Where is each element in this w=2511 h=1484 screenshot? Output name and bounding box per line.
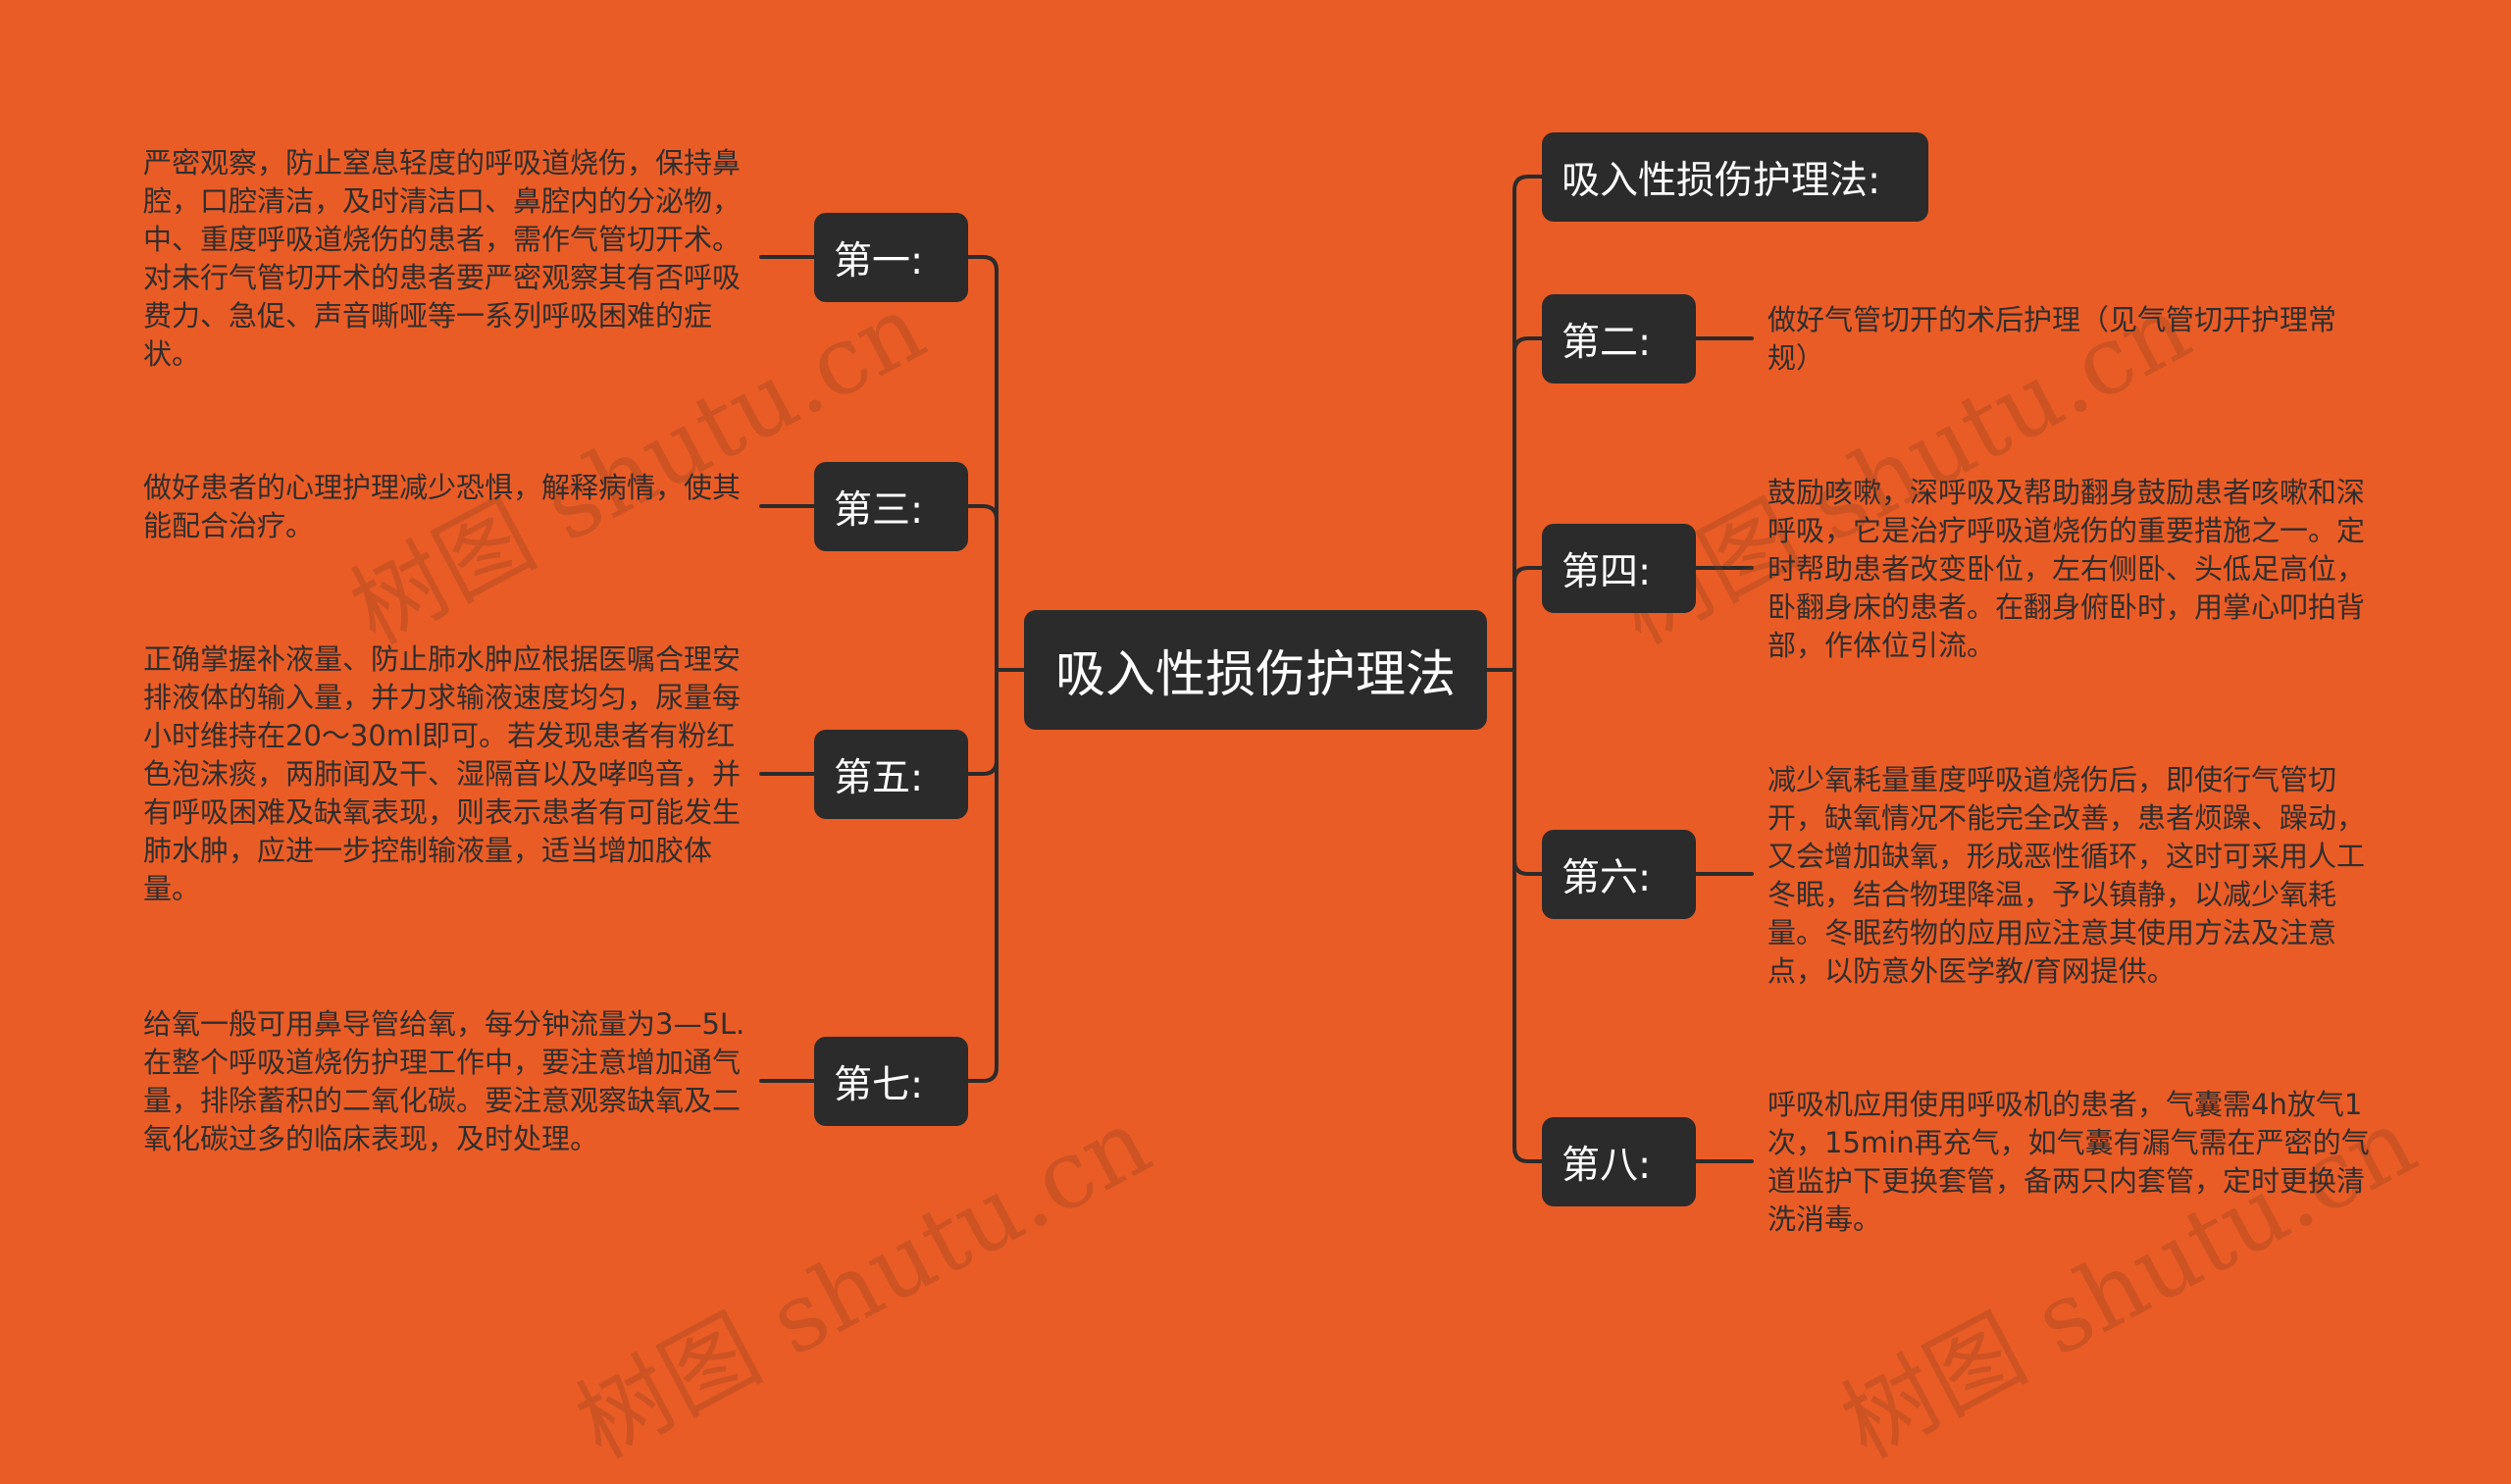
- connector-right-5: [1512, 668, 1544, 1163]
- mindmap-canvas: 树图 shutu.cn 树图 shutu.cn 树图 shutu.cn 树图 s…: [143, 132, 2433, 1479]
- connector-right-3: [1512, 566, 1544, 672]
- root-node[interactable]: 吸入性损伤护理法: [1024, 610, 1487, 730]
- connector-left-1: [966, 255, 999, 672]
- connector-lines: [759, 175, 1754, 1163]
- leaf-text-8: 呼吸机应用使用呼吸机的患者，气囊需4h放气1次，15min再充气，如气囊有漏气需…: [1768, 1088, 2370, 1236]
- connector-right-4: [1512, 668, 1544, 876]
- leaf-text-1: 严密观察，防止窒息轻度的呼吸道烧伤，保持鼻腔，口腔清洁，及时清洁口、鼻腔内的分泌…: [143, 146, 742, 371]
- branch-node-2[interactable]: 第二:: [1542, 294, 1696, 384]
- connector-right-2: [1512, 336, 1544, 672]
- branch-node-6[interactable]: 第六:: [1542, 830, 1696, 919]
- connector-left-4: [966, 668, 999, 1083]
- leaf-text-4: 鼓励咳嗽，深呼吸及帮助翻身鼓励患者咳嗽和深呼吸，它是治疗呼吸道烧伤的重要措施之一…: [1768, 476, 2366, 662]
- branch-node-3[interactable]: 第三:: [814, 462, 968, 551]
- branch-node-7[interactable]: 第七:: [814, 1037, 968, 1126]
- leaf-text-5: 正确掌握补液量、防止肺水肿应根据医嘱合理安排液体的输入量，并力求输液速度均匀，尿…: [143, 642, 742, 905]
- branch-node-4[interactable]: 第四:: [1542, 524, 1696, 613]
- leaf-text-7: 给氧一般可用鼻导管给氧，每分钟流量为3—5L.在整个呼吸道烧伤护理工作中，要注意…: [143, 1007, 745, 1155]
- leaf-text-3: 做好患者的心理护理减少恐惧，解释病情，使其能配合治疗。: [143, 471, 742, 542]
- leaf-text-6: 减少氧耗量重度呼吸道烧伤后，即使行气管切开，缺氧情况不能完全改善，患者烦躁、躁动…: [1768, 763, 2366, 988]
- connector-left-3: [966, 668, 999, 776]
- branch-node-title[interactable]: 吸入性损伤护理法:: [1542, 132, 1928, 222]
- branch-node-8[interactable]: 第八:: [1542, 1117, 1696, 1206]
- connector-right-1: [1512, 175, 1544, 672]
- branch-node-1[interactable]: 第一:: [814, 213, 968, 302]
- leaf-text-2: 做好气管切开的术后护理（见气管切开护理常规）: [1768, 303, 2337, 375]
- branch-node-5[interactable]: 第五:: [814, 730, 968, 819]
- connector-left-2: [966, 504, 999, 672]
